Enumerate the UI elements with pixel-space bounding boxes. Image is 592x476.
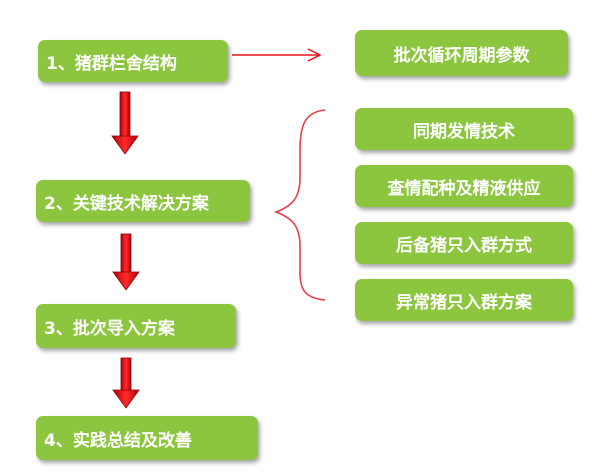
right-arrow [232,48,322,62]
down-arrow-2 [112,233,140,291]
side-item-gilt-entry-label: 后备猪只入群方式 [396,235,532,256]
step-3-label: 3、批次导入方案 [44,318,175,339]
grouping-brace [273,109,326,301]
cycle-params-label: 批次循环周期参数 [393,45,530,66]
step-2-box: 2、关键技术解决方案 [36,180,250,222]
step-3-box: 3、批次导入方案 [36,304,236,348]
side-item-heat-check-label: 查情配种及精液供应 [387,178,541,199]
step-4-box: 4、实践总结及改善 [36,416,258,460]
side-item-estrus-sync-box: 同期发情技术 [355,108,573,150]
step-1-box: 1、猪群栏舍结构 [38,40,228,82]
down-arrow-1 [111,91,139,155]
side-item-abnormal-entry-box: 异常猪只入群方案 [355,279,573,321]
step-2-label: 2、关键技术解决方案 [44,193,209,214]
down-arrow-3 [112,357,140,409]
step-4-label: 4、实践总结及改善 [44,430,192,451]
side-item-gilt-entry-box: 后备猪只入群方式 [355,222,573,264]
side-item-abnormal-entry-label: 异常猪只入群方案 [396,292,532,313]
side-item-heat-check-box: 查情配种及精液供应 [355,165,573,207]
step-1-label: 1、猪群栏舍结构 [46,53,177,74]
cycle-params-box: 批次循环周期参数 [355,30,568,76]
side-item-estrus-sync-label: 同期发情技术 [413,121,515,142]
